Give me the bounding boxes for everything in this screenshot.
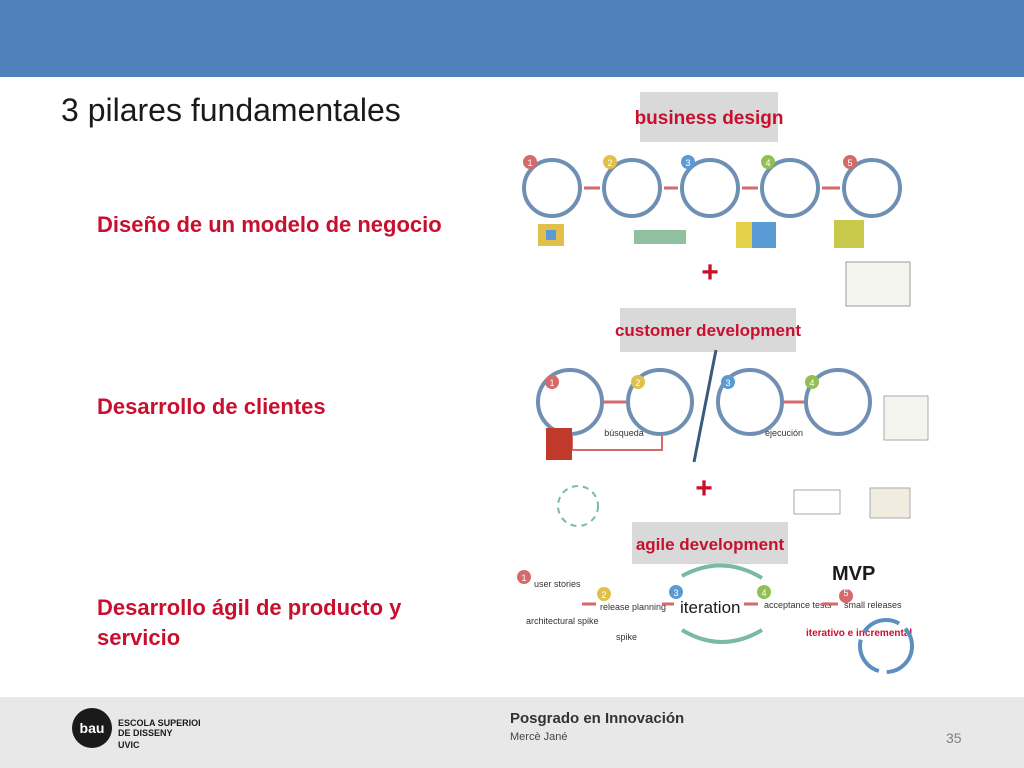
svg-text:1: 1 xyxy=(521,573,526,583)
slide-title: 3 pilares fundamentales xyxy=(61,92,401,128)
pillar-agile-development: Desarrollo ágil de producto y servicio xyxy=(97,595,402,650)
agile-development-label: agile development xyxy=(636,535,785,554)
svg-text:2: 2 xyxy=(607,158,612,168)
svg-text:2: 2 xyxy=(635,378,640,388)
svg-text:4: 4 xyxy=(809,378,814,388)
bau-logo: bau ESCOLA SUPERIOR DE DISSENY UVIC xyxy=(72,708,200,750)
table-thumbnail xyxy=(883,395,929,441)
methodology-diagram: business design 1 2 3 4 5 + customer dev… xyxy=(517,92,929,674)
header-bar xyxy=(0,0,1024,77)
svg-text:ESCOLA SUPERIOR: ESCOLA SUPERIOR xyxy=(118,718,200,728)
plus-sign-2: + xyxy=(695,472,713,505)
program-name: Posgrado en Innovación xyxy=(510,710,685,727)
footer-bar xyxy=(0,697,1024,768)
business-design-label-box xyxy=(640,92,778,142)
svg-text:1: 1 xyxy=(527,158,532,168)
user-stories-item: user stories xyxy=(534,579,581,589)
svg-text:2: 2 xyxy=(601,590,606,600)
customer-development-label-box xyxy=(620,308,796,352)
svg-text:4: 4 xyxy=(761,588,766,598)
ejecucion-note: ejecución xyxy=(765,428,803,438)
author-name: Mercè Jané xyxy=(510,731,568,743)
business-design-steps: 1 2 3 4 5 xyxy=(522,155,902,218)
lean-thumbnail xyxy=(793,489,841,515)
customer-development-steps: 1 2 3 4 búsqueda ejecución xyxy=(536,349,872,463)
agile-development-label-box xyxy=(632,522,788,564)
small-releases-item: small releases xyxy=(844,600,902,610)
spike-item: spike xyxy=(616,632,637,642)
svg-text:3: 3 xyxy=(673,588,678,598)
svg-text:DE DISSENY: DE DISSENY xyxy=(118,728,173,738)
busqueda-note: búsqueda xyxy=(604,428,644,438)
plus-sign-1: + xyxy=(701,256,719,289)
svg-text:5: 5 xyxy=(847,158,852,168)
checklist-thumbnail xyxy=(869,487,911,519)
svg-text:bau: bau xyxy=(80,720,105,736)
agile-development-steps: 1 2 3 4 5 user stories architectural spi… xyxy=(517,563,914,674)
svg-text:3: 3 xyxy=(725,378,730,388)
business-design-label: business design xyxy=(635,108,784,129)
release-planning-item: release planning xyxy=(600,602,666,612)
mvp-label: MVP xyxy=(832,563,875,585)
svg-text:3: 3 xyxy=(685,158,690,168)
acceptance-tests-item: acceptance tests xyxy=(764,600,832,610)
cycle-thumbnail xyxy=(557,485,599,527)
canvas-thumbnail xyxy=(845,261,911,307)
svg-text:UVIC: UVIC xyxy=(118,740,140,750)
svg-text:5: 5 xyxy=(843,588,848,598)
architectural-spike-item: architectural spike xyxy=(526,616,599,626)
iteration-label: iteration xyxy=(680,598,740,617)
colored-cubes xyxy=(538,220,864,248)
page-number: 35 xyxy=(946,730,962,746)
pillar-business-model: Diseño de un modelo de negocio xyxy=(97,212,442,237)
iterativo-incremental-note: iterativo e incremental xyxy=(806,628,912,639)
pillar-customer-development: Desarrollo de clientes xyxy=(97,394,326,419)
svg-text:4: 4 xyxy=(765,158,770,168)
svg-text:1: 1 xyxy=(549,378,554,388)
book-thumbnail xyxy=(546,428,572,460)
customer-development-label: customer development xyxy=(615,321,801,340)
